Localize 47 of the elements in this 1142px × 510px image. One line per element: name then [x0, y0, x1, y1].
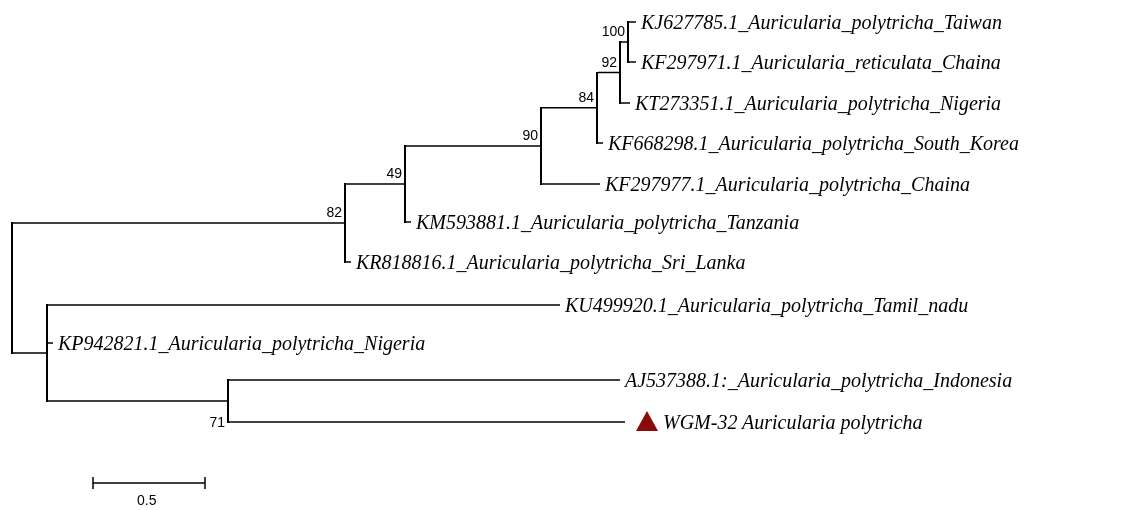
branch-line — [12, 222, 345, 224]
branch-line — [628, 61, 637, 63]
bootstrap-value: 71 — [209, 414, 225, 430]
taxon-label: KJ627785.1_Auricularia_polytricha_Taiwan — [636, 10, 1002, 34]
branch-line — [345, 261, 352, 263]
bootstrap-value: 100 — [601, 23, 625, 39]
taxon-label: KM593881.1_Auricularia_polytricha_Tanzania — [411, 210, 800, 234]
scale-label: 0.5 — [137, 492, 157, 508]
clade-branch-line — [404, 144, 406, 223]
branch-line — [345, 183, 405, 185]
bootstrap-value: 92 — [601, 53, 617, 70]
branch-line — [620, 41, 628, 43]
clade-branch-line — [227, 379, 229, 423]
branch-line — [620, 102, 631, 104]
branch-line — [597, 71, 620, 74]
branch-line — [405, 221, 412, 223]
clade-branch-line — [540, 106, 542, 185]
taxon-label: KF297971.1_Auricularia_reticulata_Chaina — [636, 50, 1001, 74]
taxon-label: KU499920.1_Auricularia_polytricha_Tamil_nadu — [560, 293, 969, 317]
clade-branch-line — [596, 71, 598, 144]
branch-line — [47, 400, 228, 402]
clade-branch-line — [627, 21, 629, 63]
bootstrap-value: 90 — [522, 126, 538, 143]
clade-branch-line — [46, 304, 48, 402]
taxon-label: KF297977.1_Auricularia_polytricha_Chaina — [600, 172, 970, 196]
taxon-label: KT273351.1_Auricularia_polytricha_Nigeria — [630, 91, 1002, 115]
bootstrap-value: 82 — [326, 203, 342, 220]
taxon-label: KP942821.1_Auricularia_polytricha_Nigeria — [53, 331, 426, 355]
branch-line — [12, 352, 47, 354]
taxon-label: AJ537388.1:_Auricularia_polytricha_Indonesia — [620, 368, 1013, 392]
branch-line — [597, 142, 604, 144]
taxon-name: WGM-32 Auricularia polytricha — [663, 411, 923, 433]
clade-branch-line — [619, 41, 621, 104]
clade-branch-line — [344, 182, 346, 263]
bootstrap-value: 49 — [386, 164, 402, 181]
branch-line — [47, 304, 561, 306]
branch-line — [628, 21, 637, 23]
clade-branch-line — [11, 221, 13, 354]
taxon-label: KR818816.1_Auricularia_polytricha_Sri_Lanka — [351, 250, 746, 274]
taxon-label: KF668298.1_Auricularia_polytricha_South_Korea — [603, 131, 1019, 155]
branch-line — [228, 379, 621, 381]
branch-line — [228, 421, 626, 423]
branch-line — [47, 342, 54, 344]
branch-line — [405, 145, 541, 147]
bootstrap-value: 84 — [578, 88, 594, 105]
branch-line — [541, 107, 597, 109]
branch-line — [541, 183, 601, 185]
